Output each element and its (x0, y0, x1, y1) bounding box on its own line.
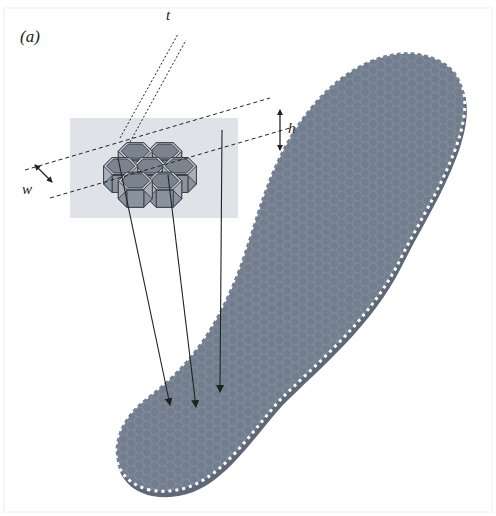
panel-label: (a) (20, 28, 40, 45)
height-label: h (288, 121, 296, 136)
honeycomb-cells (104, 143, 197, 208)
width-label: w (22, 182, 32, 197)
thickness-label: t (166, 8, 170, 23)
